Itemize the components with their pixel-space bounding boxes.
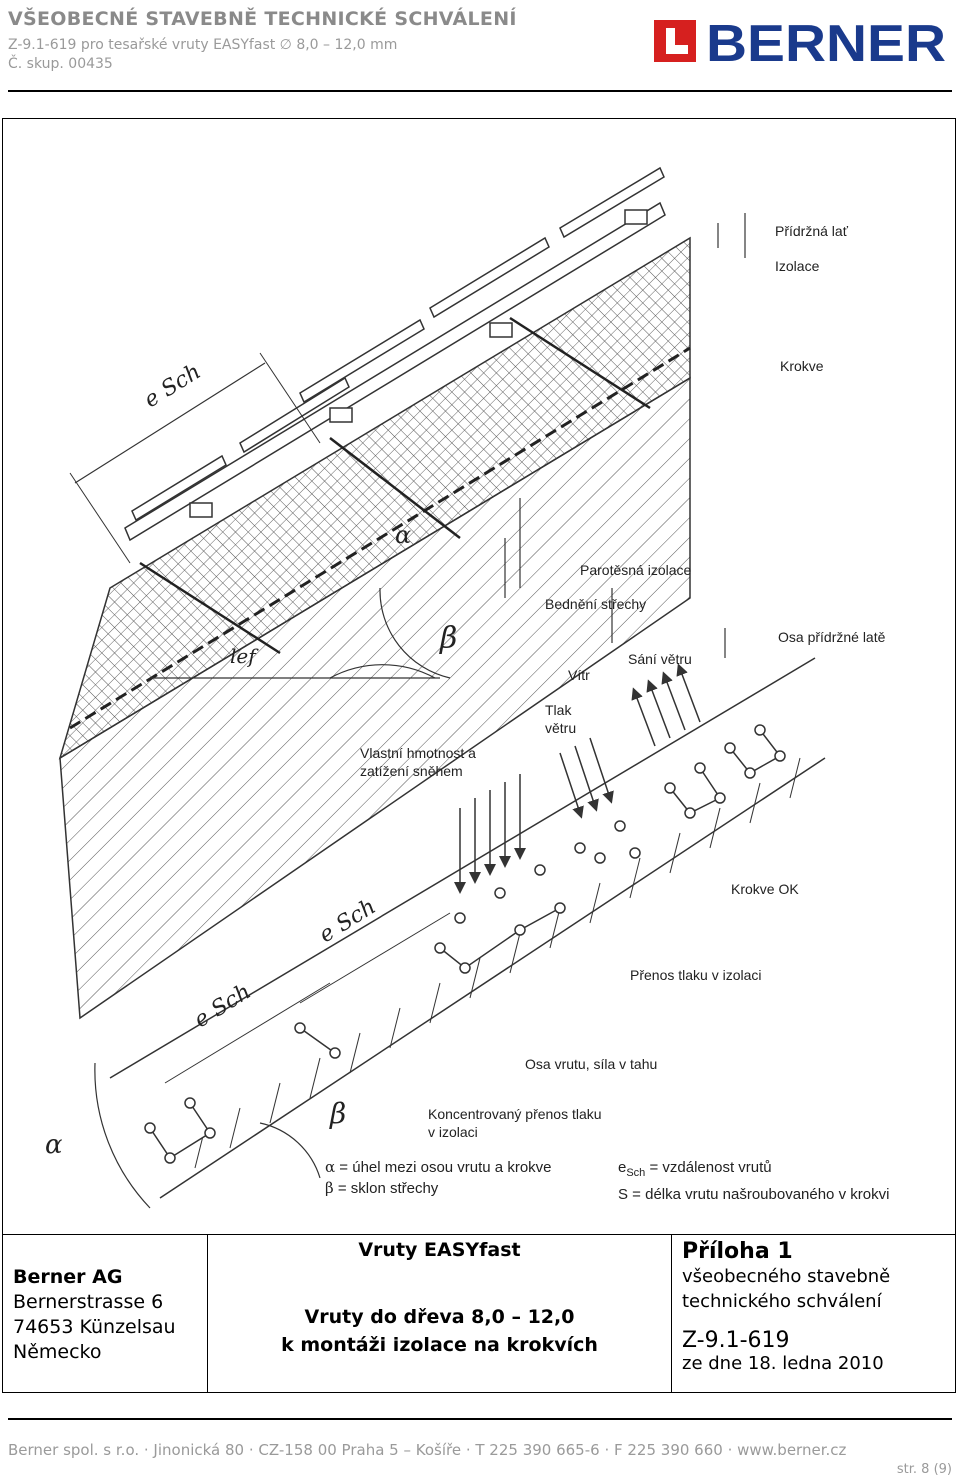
svg-text:lef: lef: [230, 644, 259, 668]
footer-rule: [8, 1418, 952, 1420]
label-wind: Vítr: [568, 667, 590, 683]
label-wind-pressure: Tlak větru: [545, 702, 577, 736]
company-country: Německo: [13, 1341, 102, 1363]
company-name: Berner AG: [13, 1266, 123, 1288]
screws: [139, 316, 651, 655]
footer-contact: Berner spol. s r.o. · Jinonická 80 · CZ-…: [8, 1441, 847, 1459]
insulation-layer: [58, 236, 691, 760]
label-roof-boarding: Bednění střechy: [545, 596, 647, 612]
label-concentrated-transfer: Koncentrovaný přenos tlaku v izolaci: [428, 1106, 602, 1140]
title-block-annex: Příloha 1 všeobecného stavebně technické…: [671, 1234, 956, 1393]
berner-logo: BERNER: [654, 15, 946, 66]
svg-text:α: α: [395, 521, 411, 549]
document-title: VŠEOBECNÉ STAVEBNĚ TECHNICKÉ SCHVÁLENÍ: [8, 8, 517, 30]
vapour-barrier-line: [69, 346, 691, 730]
group-number: Č. skup. 00435: [8, 56, 113, 72]
leader-lines: [504, 213, 746, 658]
label-rafter: Krokve: [780, 358, 824, 374]
approval-subtitle: Z-9.1-619 pro tesařské vruty EASYfast ∅ …: [8, 37, 398, 53]
load-arrows: [454, 663, 701, 894]
approval-number: Z-9.1-619: [682, 1328, 790, 1353]
static-schematic: [94, 657, 826, 1209]
legend-spacing: eSch = vzdálenost vrutů S = délka vrutu …: [618, 1159, 890, 1203]
label-pressure-transfer: Přenos tlaku v izolaci: [630, 967, 762, 983]
approval-date: ze dne 18. ledna 2010: [682, 1353, 884, 1374]
legend-alpha: α = úhel mezi osou vrutu a krokve β = sk…: [325, 1158, 552, 1197]
label-batten-axis: Osa přídržné latě: [778, 629, 886, 645]
product-description: Vruty do dřeva 8,0 – 12,0 k montáži izol…: [281, 1306, 598, 1356]
svg-text:β: β: [329, 1097, 346, 1130]
annex-title: Příloha 1: [682, 1239, 793, 1264]
svg-text:e Sch: e Sch: [140, 359, 205, 413]
label-wind-suction: Sání větru: [628, 651, 692, 667]
label-vapour-barrier: Parotěsná izolace: [580, 562, 692, 578]
product-name: Vruty EASYfast: [358, 1239, 521, 1261]
label-self-weight-snow: Vlastní hmotnost a zatížení sněhem: [360, 745, 476, 779]
label-insulation: Izolace: [775, 258, 820, 274]
page-number: str. 8 (9): [896, 1462, 952, 1477]
svg-text:e Sch: e Sch: [315, 894, 380, 948]
legend-screw-length: S = délka vrutu našroubovaného v krokvi: [618, 1186, 890, 1203]
svg-text:β: β: [439, 621, 457, 656]
header-rule: [8, 90, 952, 92]
title-block-product: Vruty EASYfast Vruty do dřeva 8,0 – 12,0…: [207, 1234, 672, 1393]
label-screw-axis: Osa vrutu, síla v tahu: [525, 1056, 658, 1072]
beta-symbol: β: [325, 1179, 334, 1197]
title-block-address: Berner AG Bernerstrasse 6 74653 Künzelsa…: [2, 1234, 208, 1393]
battens-and-tiles: [124, 166, 666, 542]
company-street: Bernerstrasse 6: [13, 1291, 164, 1313]
svg-text:α: α: [45, 1130, 63, 1160]
logo-wordmark: BERNER: [706, 15, 946, 66]
company-city: 74653 Künzelsau: [13, 1316, 176, 1338]
label-holding-batten: Přídržná lať: [775, 223, 848, 239]
annex-subtitle: všeobecného stavebně technického schvále…: [682, 1266, 891, 1312]
alpha-symbol: α: [325, 1158, 336, 1176]
svg-text:e Sch: e Sch: [190, 979, 255, 1033]
label-rafter-ok: Krokve OK: [731, 881, 799, 897]
roof-section-drawing: e Sch α β lef e Sch e Sch α β: [45, 166, 826, 1209]
